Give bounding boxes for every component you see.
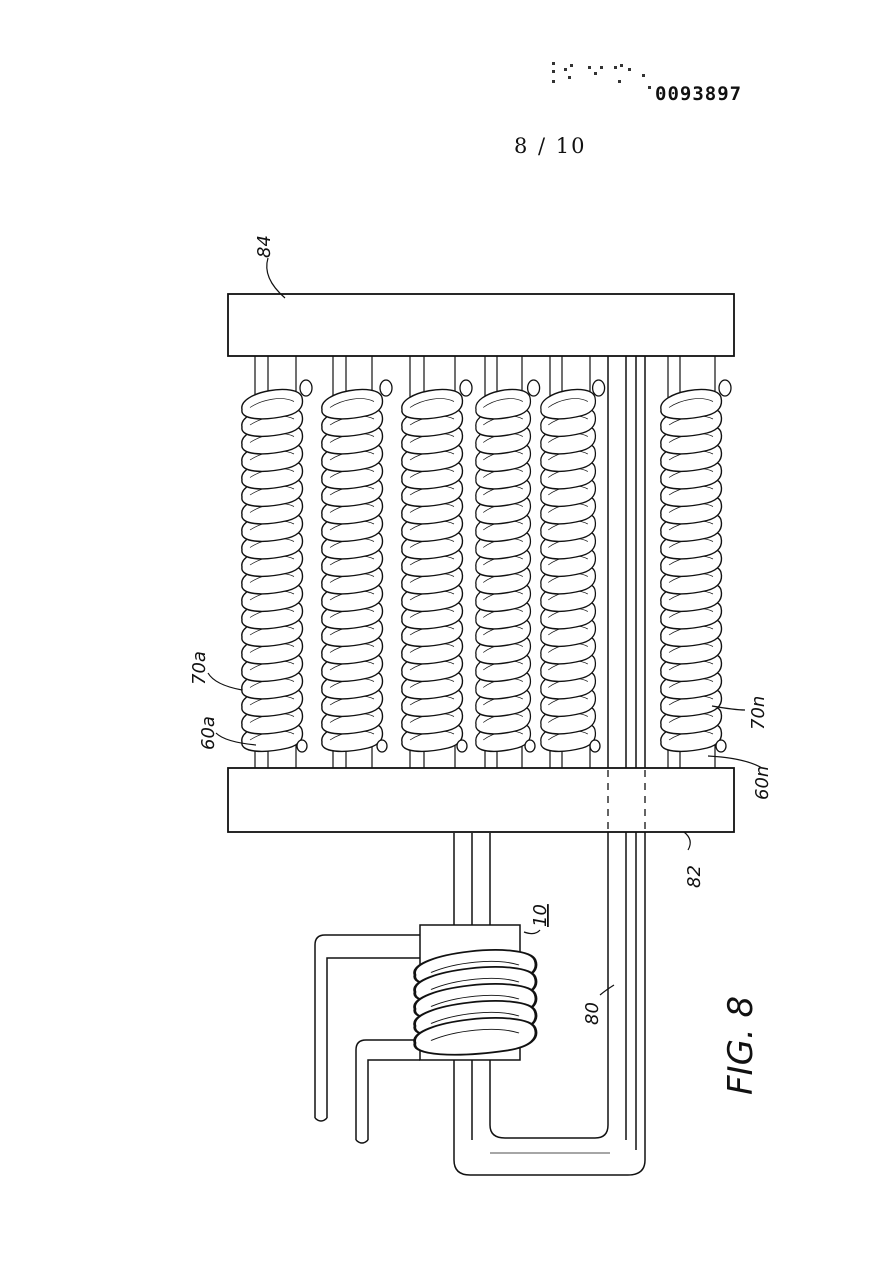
- coil-lead-end: [296, 739, 308, 753]
- coil-lead-end: [299, 379, 313, 397]
- coil-lead-end: [459, 379, 473, 397]
- feed-rods: [314, 934, 430, 1144]
- return-tube-80: [453, 355, 646, 1176]
- coil-70a: [241, 379, 313, 753]
- coil-70n: [660, 379, 732, 753]
- top-plate-84: [227, 293, 735, 357]
- label-80: 80: [582, 1002, 603, 1025]
- pump-coil: [413, 948, 538, 1057]
- leader-lines: [207, 257, 763, 996]
- coil: [540, 379, 606, 753]
- label-10: 10: [530, 904, 551, 927]
- header-speckle-marks: [552, 62, 651, 89]
- coil-array: [241, 379, 732, 753]
- publication-number: 0093897: [655, 83, 743, 105]
- coil-lead-end: [591, 379, 606, 397]
- coil: [475, 379, 541, 753]
- coil-lead-end: [379, 379, 393, 397]
- coil-lead-end: [526, 379, 541, 397]
- hidden-tube-lines: [607, 770, 646, 830]
- coil-lead-end: [524, 739, 536, 753]
- label-70n: 70n: [748, 696, 769, 730]
- label-60n: 60n: [752, 766, 773, 800]
- bottom-plate-82: [227, 767, 735, 833]
- coil-lead-end: [715, 739, 727, 753]
- coil-lead-end: [589, 739, 601, 753]
- coil: [321, 379, 393, 753]
- coil-lead-end: [718, 379, 732, 397]
- coil: [401, 379, 473, 753]
- coil-lead-end: [376, 739, 388, 753]
- label-84: 84: [254, 235, 275, 258]
- label-82: 82: [684, 865, 705, 888]
- label-70a: 70a: [189, 651, 210, 685]
- pump-10: [413, 924, 538, 1061]
- sheet-number: 8 / 10: [514, 134, 587, 158]
- label-60a: 60a: [198, 716, 219, 750]
- coil-lead-end: [456, 739, 468, 753]
- reference-labels: 84 82 70a 60a 70n 60n 10 80: [189, 235, 773, 1025]
- figure-caption: FIG. 8: [721, 996, 761, 1095]
